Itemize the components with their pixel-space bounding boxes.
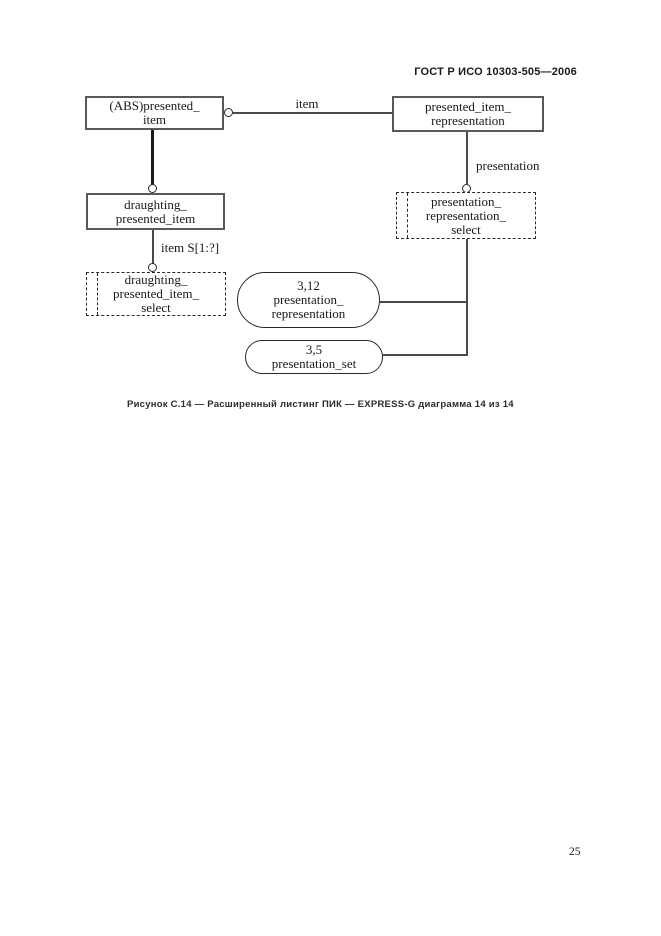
pageref-label-line: 3,12	[297, 278, 320, 293]
document-header: ГОСТ Р ИСО 10303-505—2006	[414, 66, 577, 78]
entity-draughting-presented-item: draughting_ presented_item	[86, 193, 225, 230]
pageref-label-line: presentation_set	[271, 356, 357, 371]
edge-label-item-s: item S[1:?]	[160, 240, 221, 255]
circle-connector-item-s	[148, 263, 157, 272]
select-label-line: draughting_	[124, 272, 188, 287]
page-number: 25	[569, 846, 581, 858]
edge-supertype-line	[151, 130, 154, 185]
entity-label-line: presented_item	[115, 210, 196, 226]
figure-caption: Рисунок С.14 — Расширенный листинг ПИК —…	[127, 399, 514, 410]
select-label-line: presented_item_	[113, 286, 199, 301]
entity-label-line: item	[142, 112, 167, 127]
circle-connector-item	[224, 108, 233, 117]
edge-presentation-line	[466, 132, 468, 184]
pageref-label-line: presentation_	[273, 292, 344, 307]
pageref-presentation-representation: 3,12 presentation_ representation	[237, 272, 380, 328]
entity-label-line: presented_item_	[425, 99, 511, 114]
pageref-presentation-set: 3,5 presentation_set	[245, 340, 383, 374]
entity-presented-item-representation: presented_item_ representation	[392, 96, 544, 132]
select-type-bar	[407, 193, 408, 238]
entity-label-line: draughting_	[124, 196, 187, 212]
pageref-label-line: 3,5	[305, 342, 323, 357]
entity-label-line: (ABS)presented_	[109, 98, 200, 113]
edge-item-s-line	[152, 230, 154, 264]
select-draughting-presented-item-select: draughting_ presented_item_ select	[86, 272, 226, 316]
entity-abs-presented-item: (ABS)presented_ item	[85, 96, 224, 130]
select-label-line: select	[451, 221, 481, 237]
select-label-line: select	[141, 300, 171, 315]
edge-to-presentation-set-ref-line	[383, 354, 467, 356]
edge-select-to-refs-vertical-line	[466, 239, 468, 356]
edge-label-presentation: presentation	[475, 158, 541, 173]
edge-label-item: item	[276, 97, 338, 110]
entity-label-line: representation	[431, 113, 505, 128]
pageref-label-line: representation	[271, 306, 346, 321]
select-label-line: presentation_	[430, 193, 502, 209]
edge-to-presentation-representation-ref-line	[380, 301, 467, 303]
select-label-line: representation_	[425, 207, 507, 223]
select-presentation-representation-select: presentation_ representation_ select	[396, 192, 536, 239]
edge-item-line	[233, 112, 392, 114]
circle-connector-subtype	[148, 184, 157, 193]
select-type-bar	[97, 273, 98, 315]
